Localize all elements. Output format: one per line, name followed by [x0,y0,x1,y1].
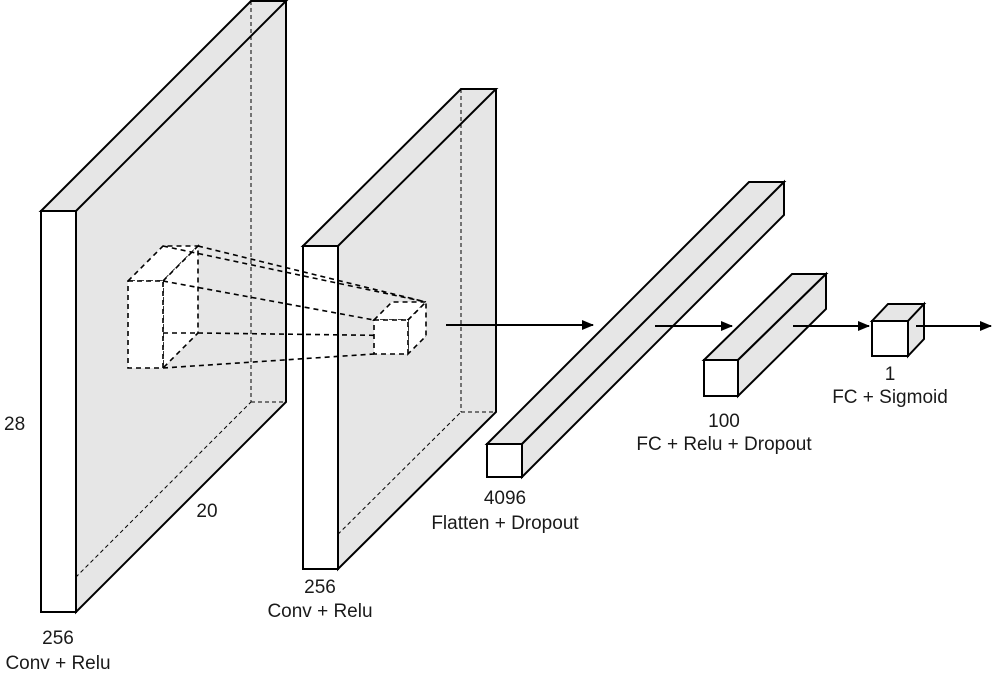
receptive-field-cube-2 [372,300,428,356]
layer1-filters-label: 256 [42,628,74,649]
fc1-front-face [703,359,739,397]
layer5-units-label: 1 [885,364,896,385]
layer1-name-label: Conv + Relu [5,653,110,673]
receptive-field-cube-1 [126,244,200,370]
layer2-name-label: Conv + Relu [267,601,372,622]
fc-relu-layer-block [701,271,829,399]
layer3-name-label: Flatten + Dropout [431,513,579,534]
layer3-units-label: 4096 [484,488,526,509]
conv-layer-2-block [300,88,499,572]
flatten-layer-block [484,179,787,480]
layer5-name-label: FC + Sigmoid [832,387,948,408]
flatten-front-face [486,443,523,478]
conv1-front-face [40,210,77,613]
dimension-height-label: 28 [4,414,25,435]
layer2-filters-label: 256 [304,577,336,598]
fc2-front-face [871,320,909,357]
fc-sigmoid-layer-block [869,301,927,359]
flatten-top-face [484,181,787,445]
conv2-front-face [302,245,339,570]
layer4-units-label: 100 [708,411,740,432]
dimension-width-label: 20 [196,501,217,522]
layer4-name-label: FC + Relu + Dropout [636,434,812,455]
